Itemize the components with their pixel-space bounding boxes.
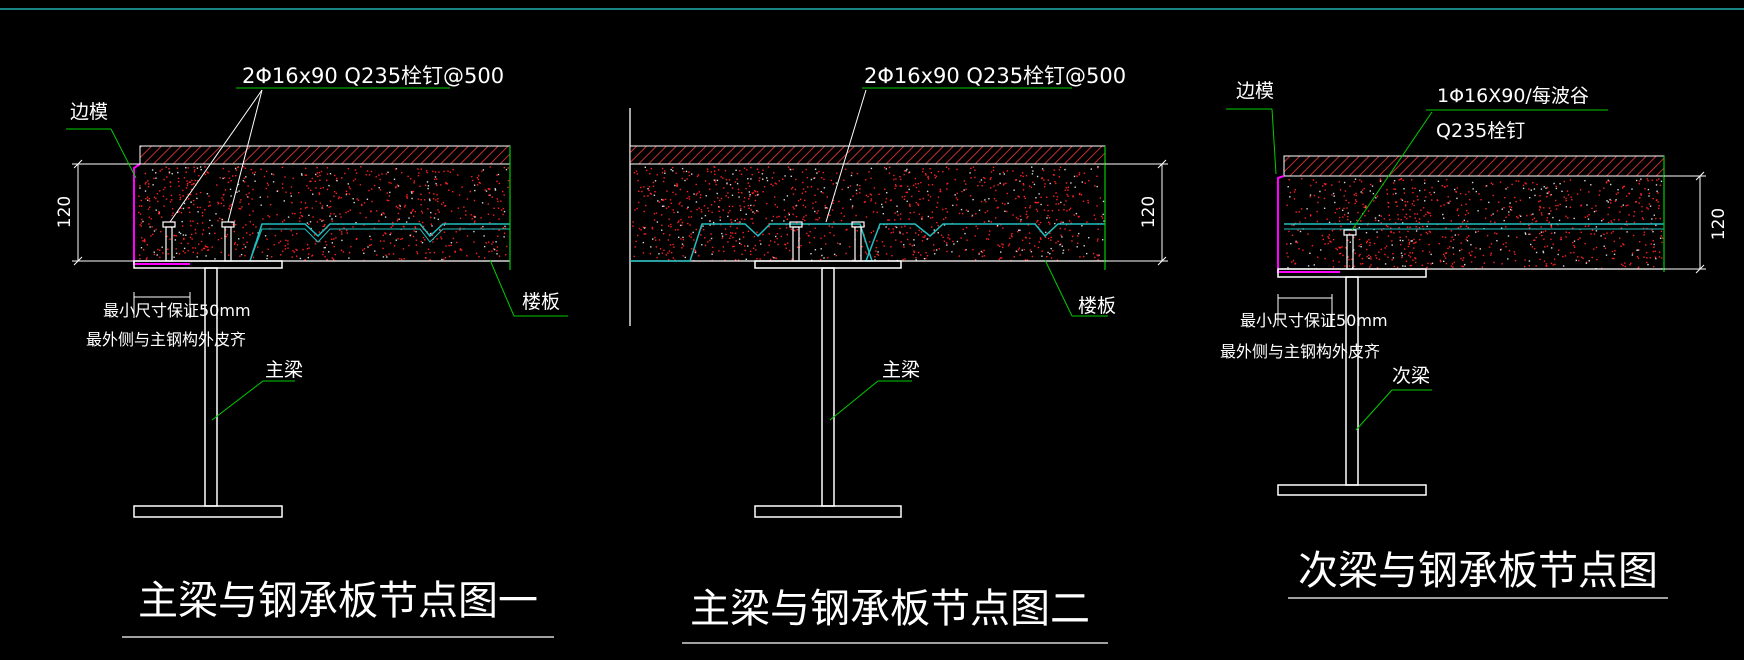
main-beam (133, 260, 283, 518)
edge-form (133, 163, 190, 265)
steel-deck (249, 223, 510, 262)
shear-stud (162, 221, 235, 262)
detail-title: 主梁与钢承板节点图二 (690, 586, 1090, 632)
main-beam (754, 260, 902, 518)
stud-label-line-2: Q235栓钉 (1436, 120, 1525, 142)
edge-form-label: 边模 (70, 101, 108, 123)
dimension-120 (72, 159, 140, 266)
topping-hatch (139, 145, 511, 165)
edge-form-label: 边模 (1236, 80, 1274, 102)
concrete-fill-1 (138, 166, 510, 262)
dimension-120 (1664, 171, 1706, 274)
leader-lines (1226, 108, 1608, 431)
detail-3: 120 1Φ16X90/每波谷 Q235栓钉 边模 最小尺寸保证50mm 最外侧… (1220, 80, 1729, 599)
deck-label: 楼板 (1078, 295, 1116, 317)
deck-label: 楼板 (522, 291, 560, 313)
edge-form (1277, 175, 1340, 273)
topping-hatch (1283, 155, 1665, 177)
detail-2: 120 2Φ16x90 Q235栓钉@500 楼板 主梁 主梁与钢承板节点图二 (629, 64, 1168, 644)
shear-stud (789, 221, 865, 262)
detail-1: 120 2Φ16x90 Q235栓钉@500 边模 楼板 最小尺寸保证50mm … (55, 64, 568, 638)
note-line-1: 最小尺寸保证50mm (1240, 311, 1388, 330)
stud-label-line-1: 1Φ16X90/每波谷 (1437, 85, 1589, 107)
concrete-fill-2 (632, 166, 1105, 262)
topping-hatch (629, 145, 1106, 165)
leader-lines (825, 87, 1108, 421)
note-line-2: 最外侧与主钢构外皮齐 (1220, 342, 1380, 361)
beam-label: 主梁 (882, 359, 920, 381)
detail-title: 主梁与钢承板节点图一 (138, 578, 538, 624)
dimension-text: 120 (1139, 196, 1159, 228)
stud-label: 2Φ16x90 Q235栓钉@500 (242, 64, 504, 88)
dimension-120 (1105, 159, 1168, 266)
detail-title: 次梁与钢承板节点图 (1298, 548, 1658, 594)
dimension-text: 120 (1709, 208, 1729, 240)
steel-deck-bottom (249, 228, 510, 262)
leader-lines (66, 87, 568, 421)
dimension-text: 120 (55, 196, 75, 228)
note-line-1: 最小尺寸保证50mm (103, 301, 251, 320)
beam-label: 次梁 (1392, 365, 1430, 387)
note-line-2: 最外侧与主钢构外皮齐 (86, 330, 246, 349)
beam-label: 主梁 (265, 359, 303, 381)
steel-deck (630, 223, 1105, 262)
secondary-beam (1277, 268, 1427, 496)
stud-label: 2Φ16x90 Q235栓钉@500 (864, 64, 1126, 88)
